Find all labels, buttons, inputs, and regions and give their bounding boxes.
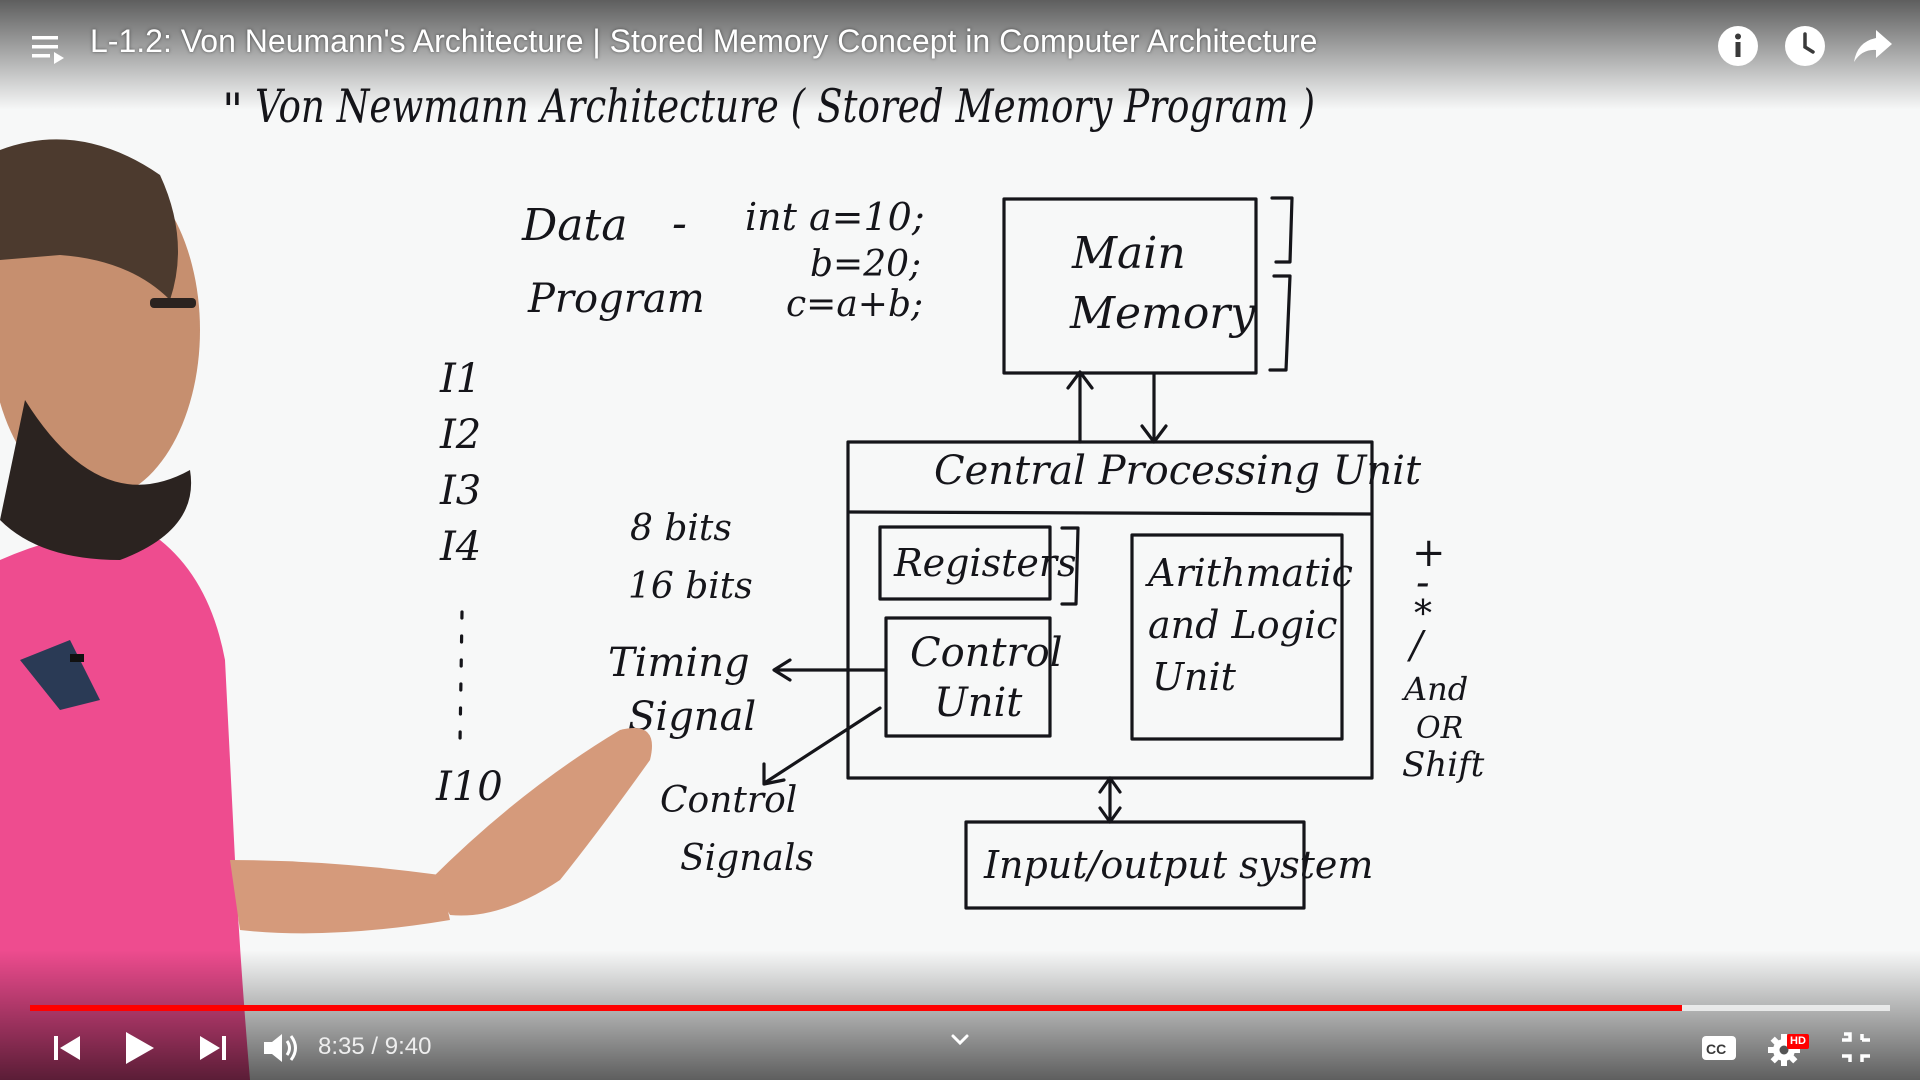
- control-unit-label: Control: [910, 630, 1063, 676]
- op-plus: +: [1412, 530, 1446, 576]
- registers-bracket: [1060, 526, 1080, 606]
- arrow-control-signals: [764, 706, 882, 784]
- program-label: Program: [527, 276, 705, 322]
- data-dash: -: [672, 198, 687, 249]
- exit-fullscreen-icon[interactable]: [1830, 1024, 1882, 1072]
- op-minus: -: [1416, 560, 1430, 606]
- io-box: [964, 820, 1306, 910]
- playlist-icon[interactable]: [28, 26, 70, 68]
- code-line-3: c=a+b;: [786, 284, 923, 325]
- presenter-hair: [0, 139, 178, 300]
- cc-icon[interactable]: CC: [1694, 1024, 1746, 1072]
- io-label: Input/output system: [983, 843, 1373, 887]
- chevron-down-icon[interactable]: [934, 1022, 986, 1058]
- presenter-arm: [230, 860, 450, 934]
- arrow-head-down-left: [762, 762, 786, 786]
- alu-label-3: Unit: [1152, 655, 1237, 699]
- arrow-head-up: [1066, 370, 1094, 390]
- play-icon[interactable]: [112, 1024, 164, 1072]
- info-icon[interactable]: [1714, 22, 1762, 70]
- op-shift: Shift: [1402, 745, 1485, 785]
- presenter: [0, 139, 652, 1080]
- registers-label: Registers: [893, 541, 1077, 585]
- svg-text:CC: CC: [1706, 1041, 1726, 1057]
- bottom-gradient: [0, 950, 1920, 1080]
- presenter-collar: [20, 640, 100, 710]
- clock-icon[interactable]: [1781, 22, 1829, 70]
- presenter-hand: [430, 728, 652, 916]
- presenter-mic: [70, 654, 84, 662]
- skip-previous-icon[interactable]: [42, 1024, 94, 1072]
- time-display: 8:35 / 9:40: [318, 1033, 432, 1060]
- player-top-bar: L-1.2: Von Neumann's Architecture | Stor…: [0, 0, 1920, 90]
- timing-label: Timing: [608, 640, 750, 686]
- bits-16: 16 bits: [628, 566, 753, 607]
- control-unit-box: [884, 616, 1052, 738]
- cpu-divider: [848, 510, 1372, 516]
- control-signals-label: Control: [660, 780, 797, 821]
- volume-icon[interactable]: [254, 1024, 306, 1072]
- main-memory-label-2: Memory: [1069, 288, 1256, 339]
- progress-played: [30, 1005, 1682, 1011]
- instruction-2: I2: [439, 412, 481, 458]
- memory-bracket-2: [1268, 274, 1292, 372]
- instruction-3: I3: [439, 468, 481, 514]
- control-unit-label-2: Unit: [934, 680, 1023, 726]
- hd-badge: HD: [1787, 1034, 1809, 1049]
- main-memory-box: [1002, 197, 1258, 375]
- main-memory-label: Main: [1071, 228, 1186, 279]
- control-signals-label-2: Signals: [680, 838, 814, 879]
- op-divide: /: [1406, 623, 1426, 667]
- share-arrow-icon[interactable]: [1848, 22, 1896, 70]
- presenter-eyebrow: [150, 298, 196, 308]
- progress-bar[interactable]: [30, 1005, 1890, 1011]
- alu-box: [1130, 533, 1344, 741]
- video-title[interactable]: L-1.2: Von Neumann's Architecture | Stor…: [90, 23, 1318, 59]
- instruction-10: I10: [435, 764, 503, 810]
- alu-label-2: and Logic: [1148, 603, 1337, 647]
- instruction-1: I1: [439, 356, 481, 402]
- top-gradient: [0, 0, 1920, 110]
- op-and: And: [1401, 670, 1468, 708]
- signal-label: Signal: [628, 694, 756, 740]
- code-line-2: b=20;: [810, 244, 921, 285]
- skip-next-icon[interactable]: [186, 1024, 238, 1072]
- data-label: Data: [521, 200, 627, 251]
- presenter-beard: [0, 400, 192, 560]
- memory-bracket-1: [1270, 196, 1294, 264]
- op-multiply: *: [1414, 594, 1432, 635]
- arrow-head-left: [772, 658, 792, 682]
- code-line-1: int a=10;: [745, 195, 925, 239]
- op-or: OR: [1416, 711, 1463, 746]
- cpu-label: Central Processing Unit: [934, 448, 1422, 494]
- registers-box: [878, 525, 1052, 601]
- instruction-4: I4: [439, 524, 481, 570]
- bits-8: 8 bits: [630, 508, 732, 549]
- alu-label: Arithmatic: [1145, 551, 1353, 595]
